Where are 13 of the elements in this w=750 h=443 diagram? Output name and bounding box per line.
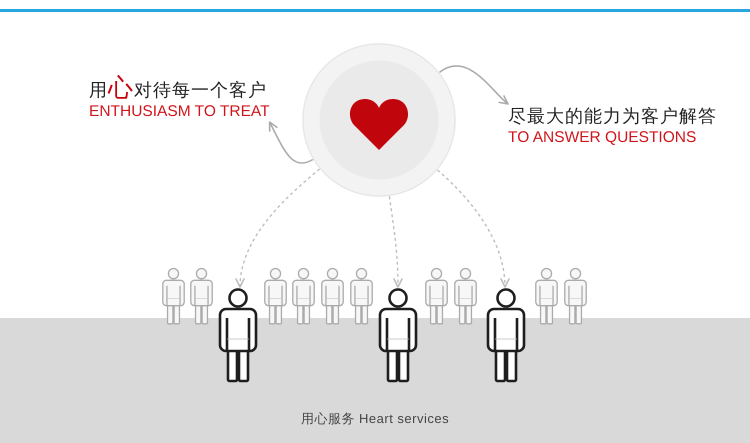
dashed-arrow	[437, 170, 510, 288]
person-icon	[217, 287, 259, 383]
slogan-subtitle: ENTHUSIASM TO TREAT	[89, 102, 270, 122]
dashed-arrow	[388, 196, 403, 288]
curved-arrow	[268, 121, 314, 164]
curved-arrow	[439, 65, 509, 105]
dashed-arrow	[236, 168, 320, 288]
slogan-text: 用心对待每一个客户	[89, 76, 267, 102]
slogan-text: 尽最大的能力为客户解答	[508, 105, 717, 128]
person-icon	[485, 287, 527, 383]
slogan-subtitle: TO ANSWER QUESTIONS	[508, 128, 696, 148]
person-icon	[377, 287, 419, 383]
caption-text: 用心服务 Heart services	[300, 410, 450, 428]
